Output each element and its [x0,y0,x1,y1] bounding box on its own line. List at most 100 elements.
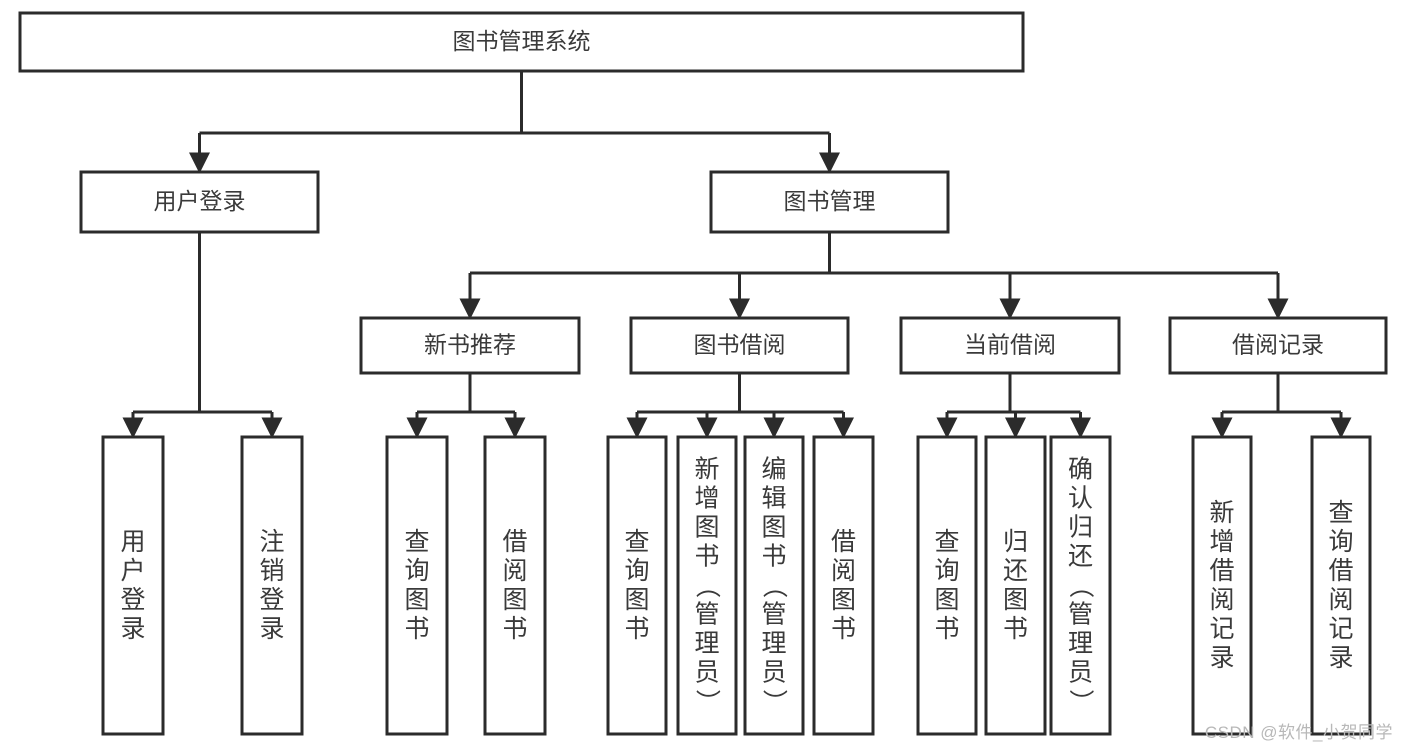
node-label-char: （ [1067,573,1095,598]
node-label-char: 图 [934,586,959,614]
node-label-char: 录 [1209,644,1234,672]
node-label: 借阅记录 [1232,332,1324,358]
node-label-char: 询 [934,557,959,585]
node-label-char: 图 [1003,586,1028,614]
node-label-char: 新 [694,456,719,484]
node-label-char: 录 [1328,644,1353,672]
node-box [18,11,1025,73]
node-label-char: 图 [404,586,429,614]
node-label: 新书推荐 [424,332,516,358]
node-label-char: 阅 [1209,586,1234,614]
node-box [709,170,950,234]
node-label-char: 用 [120,528,145,556]
node-label-char: 理 [694,630,719,658]
node-label-char: 图 [831,586,856,614]
node-label: 图书管理系统 [453,28,591,54]
node-label-char: 书 [831,615,856,643]
node-box [676,435,738,736]
node-box [899,316,1121,375]
node-label-char: 借 [1209,557,1234,585]
node-label-char: 确 [1068,456,1093,484]
node-label-char: 理 [1068,630,1093,658]
node-label-char: 询 [1328,528,1353,556]
node-label-char: ） [1067,689,1095,714]
csdn-watermark: CSDN @软件_小贺同学 [1204,723,1393,742]
node-box [629,316,850,375]
node-box [743,435,805,736]
node-label-char: 管 [1068,601,1093,629]
node-label-char: 记 [1328,615,1353,643]
node-label-char: 认 [1068,485,1093,513]
node-label-char: （ [760,573,788,598]
node-user-login[interactable]: 用户登录 [79,170,320,234]
node-label-char: 辑 [761,485,786,513]
node-root[interactable]: 图书管理系统 [18,11,1025,73]
node-label-char: 户 [120,557,145,585]
node-label-char: 录 [120,615,145,643]
node-label-char: 书 [1003,615,1028,643]
node-current-borrow[interactable]: 当前借阅 [899,316,1121,375]
node-label-char: 书 [624,615,649,643]
node-borrow-record[interactable]: 借阅记录 [1168,316,1388,375]
node-label-char: 新 [1209,499,1234,527]
node-box [1191,435,1253,736]
node-label-char: 图 [694,514,719,542]
node-label-char: 记 [1209,615,1234,643]
node-box [606,435,668,736]
node-label-char: 登 [120,586,145,614]
node-label-char: 借 [1328,557,1353,585]
node-label-char: 查 [624,528,649,556]
node-label-char: （ [693,573,721,598]
node-label-char: 登 [259,586,284,614]
edges-layer [122,71,1352,439]
node-label-char: 注 [259,528,284,556]
node-box [916,435,978,736]
node-label-char: 阅 [831,557,856,585]
node-label-char: 员 [1068,659,1093,687]
node-label-char: 图 [624,586,649,614]
node-label-char: 书 [761,543,786,571]
node-box [101,435,165,736]
node-label-char: 询 [404,557,429,585]
node-label-char: 图 [502,586,527,614]
node-label-char: 书 [404,615,429,643]
node-label-char: 员 [761,659,786,687]
node-label-char: 书 [694,543,719,571]
node-box [1049,435,1112,736]
node-book-manage[interactable]: 图书管理 [709,170,950,234]
node-label-char: 查 [404,528,429,556]
node-label-char: 还 [1068,543,1093,571]
node-label-char: 归 [1068,514,1093,542]
node-book-borrow[interactable]: 图书借阅 [629,316,850,375]
node-label-char: ） [760,689,788,714]
node-leaf-user-login[interactable]: 用户登录 [101,435,165,736]
node-label-char: 理 [761,630,786,658]
node-label-char: 增 [1209,528,1234,556]
node-box [812,435,875,736]
node-label-char: 借 [502,528,527,556]
node-label-char: 阅 [1328,586,1353,614]
node-label-char: 图 [761,514,786,542]
node-label-char: 管 [761,601,786,629]
node-label-char: 增 [694,485,719,513]
node-label: 用户登录 [154,188,246,214]
node-label-char: 还 [1003,557,1028,585]
node-label-char: 借 [831,528,856,556]
node-label-char: 管 [694,601,719,629]
node-label-char: 询 [624,557,649,585]
node-new-book-recommend[interactable]: 新书推荐 [359,316,581,375]
